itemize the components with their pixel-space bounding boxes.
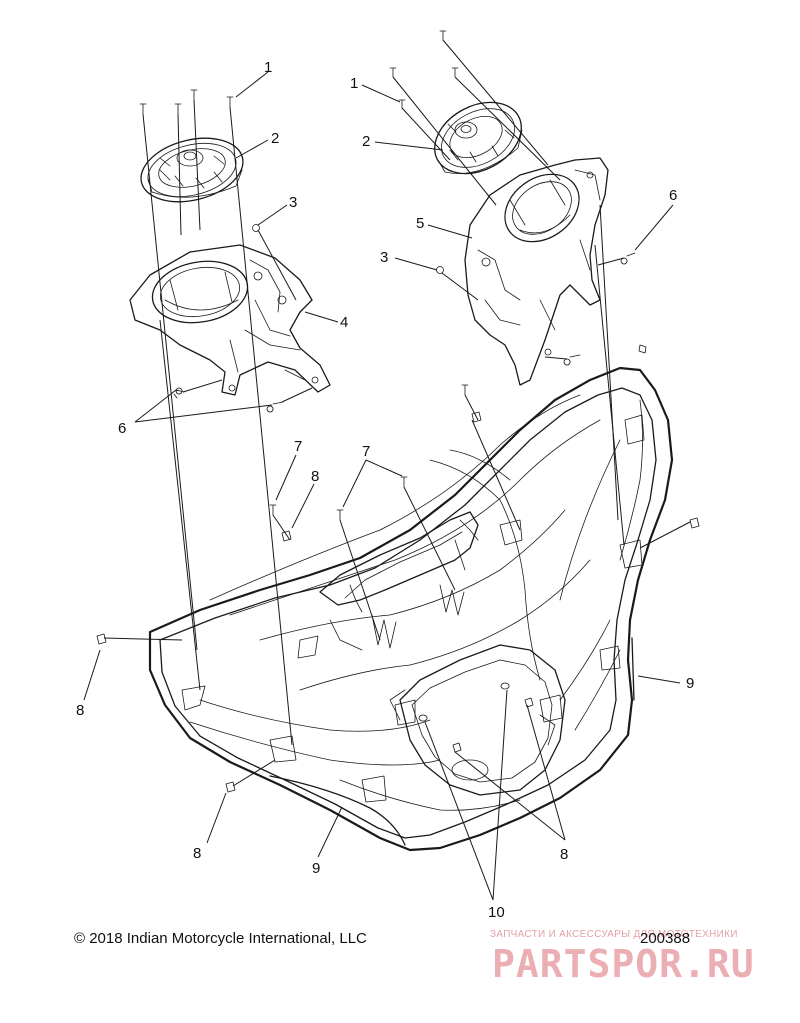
callout-6-right: 6	[669, 187, 677, 204]
small-hardware	[96, 319, 700, 846]
callout-8-left: 8	[76, 702, 84, 719]
right-speaker	[434, 101, 523, 175]
inner-fairing	[148, 366, 674, 852]
callout-8-upper: 8	[311, 468, 319, 485]
callout-leaders	[83, 71, 681, 901]
center-vent-housing	[319, 511, 479, 651]
callout-7-right: 7	[362, 443, 370, 460]
callout-3-right: 3	[380, 249, 388, 266]
callout-8-lower: 8	[193, 845, 201, 862]
callout-9-left: 9	[312, 860, 320, 877]
callout-8-right: 8	[560, 846, 568, 863]
callout-3-left: 3	[289, 194, 297, 211]
callout-1-left: 1	[264, 59, 272, 76]
right-speaker-bracket	[464, 157, 609, 386]
fairing-clips	[181, 414, 645, 803]
callout-4: 4	[340, 314, 348, 331]
copyright-text: © 2018 Indian Motorcycle International, …	[74, 930, 367, 947]
right-speaker-screws	[389, 30, 561, 206]
callout-9-right: 9	[686, 675, 694, 692]
diagram-part-number: 200388	[640, 930, 691, 947]
callout-5: 5	[416, 215, 424, 232]
left-speaker-screws	[139, 89, 293, 746]
callout-10: 10	[488, 904, 505, 921]
right-bracket-fasteners	[436, 204, 647, 546]
watermark-tagline: ЗАПЧАСТИ И АКСЕССУАРЫ ДЛЯ МОТОТЕХНИКИ	[490, 929, 738, 940]
callout-6-left: 6	[118, 420, 126, 437]
callout-labels: 1 2 3 4 6 1 2 5 3 6 7 7 8 8 8 8 9 9 10	[76, 59, 694, 921]
lower-pocket	[389, 644, 566, 796]
left-speaker-bracket	[129, 244, 331, 396]
left-bracket-fasteners	[173, 224, 313, 413]
callout-2-left: 2	[271, 130, 279, 147]
watermark-logo: PARTSPOR.RU	[492, 942, 755, 986]
callout-2-right: 2	[362, 133, 370, 150]
callout-7-left: 7	[294, 438, 302, 455]
callout-1-right: 1	[350, 75, 358, 92]
